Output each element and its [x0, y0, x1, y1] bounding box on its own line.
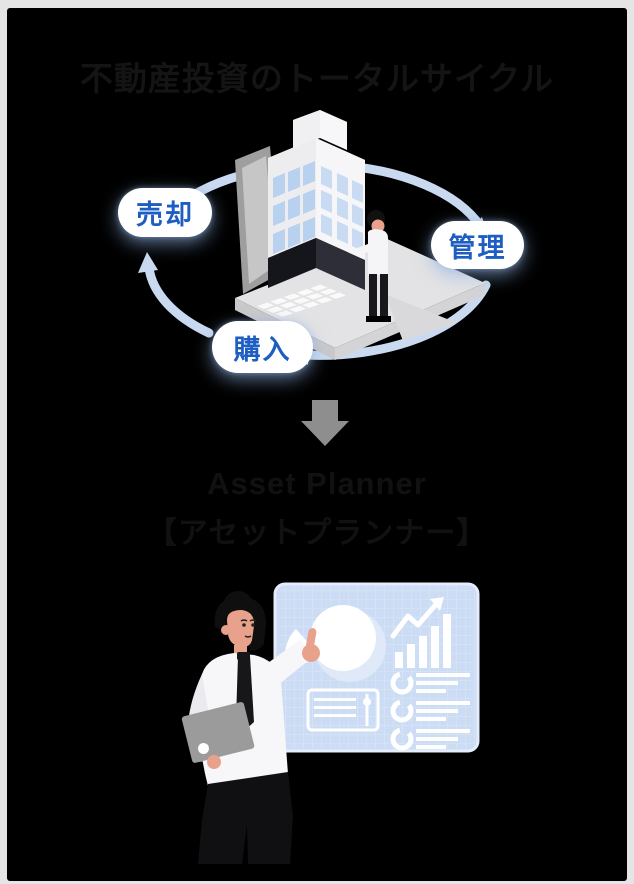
standing-person-icon	[357, 210, 391, 322]
service-name-ja: 【アセットプランナー】	[146, 517, 488, 550]
presenter-dashboard-illustration	[181, 582, 480, 864]
bubble-sell-label: 売却	[136, 200, 194, 230]
bubble-manage-label: 管理	[448, 232, 507, 263]
keyboard-keys	[257, 284, 347, 317]
building-windows-right	[321, 166, 363, 251]
bubble-buy-label: 購入	[233, 334, 292, 365]
trend-arrow-icon	[390, 597, 444, 639]
bubble-sell: 売却	[118, 188, 212, 237]
bubble-manage: 管理	[431, 221, 524, 269]
tablet-icon	[181, 702, 255, 763]
dashboard-panel-icon	[273, 582, 480, 753]
bubble-buy: 購入	[212, 321, 313, 373]
pie-chart-icon	[285, 605, 386, 682]
data-table-icon	[306, 688, 380, 732]
service-name-en: Asset Planner	[207, 466, 427, 501]
building-windows-left	[273, 161, 315, 254]
pointing-hand	[302, 628, 320, 662]
infographic-background: 不動産投資のトータルサイクル	[7, 8, 627, 881]
bar-chart-icon	[395, 614, 451, 668]
trackpad	[385, 294, 457, 341]
down-arrow-icon	[301, 400, 349, 446]
building-icon	[268, 110, 365, 290]
presenter-person-icon	[181, 591, 320, 864]
checklist-icon	[390, 671, 470, 751]
page-title: 不動産投資のトータルサイクル	[79, 60, 555, 97]
